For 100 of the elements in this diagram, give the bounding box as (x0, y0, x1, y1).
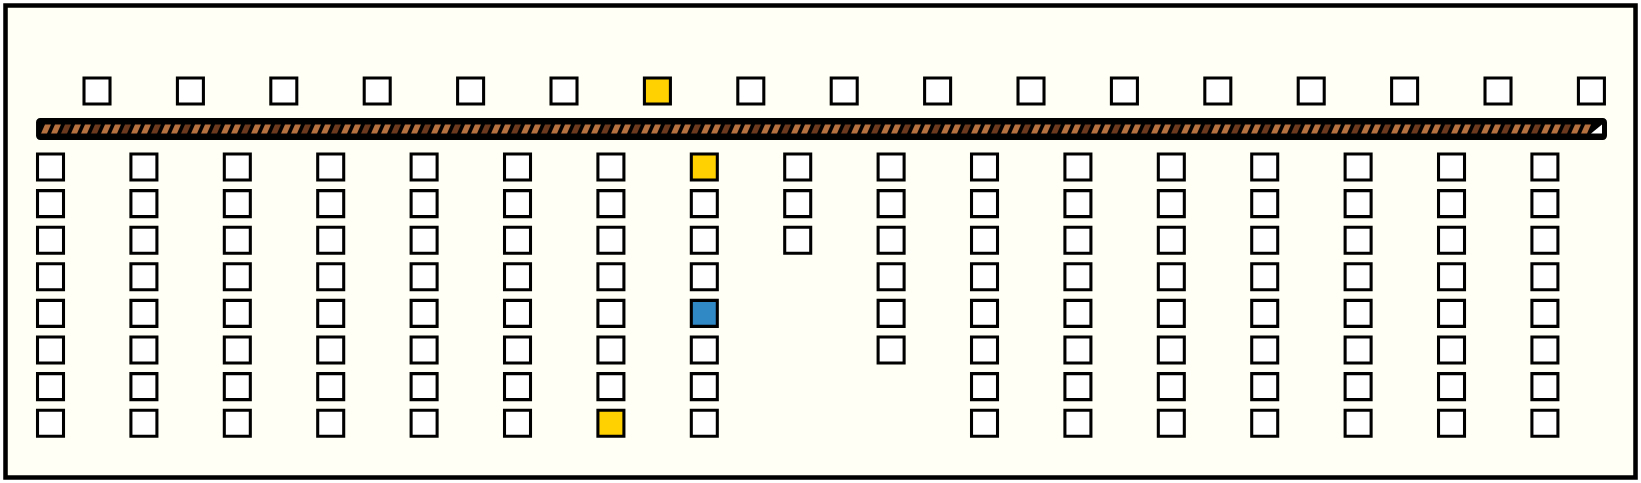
square (1343, 408, 1373, 438)
square (129, 372, 159, 402)
square (1437, 262, 1467, 292)
square (969, 372, 1000, 402)
square (1483, 76, 1513, 106)
square (502, 225, 533, 255)
square (969, 298, 1000, 328)
square (316, 189, 346, 219)
square (596, 298, 626, 328)
square (783, 152, 813, 182)
square (129, 225, 159, 255)
square (689, 262, 719, 292)
square (1343, 225, 1373, 255)
square (316, 298, 346, 328)
square (35, 189, 66, 219)
square (876, 152, 906, 182)
square (1530, 335, 1560, 365)
square (1156, 408, 1186, 438)
square (1063, 298, 1093, 328)
square (642, 76, 672, 106)
square (502, 298, 533, 328)
square (689, 372, 719, 402)
square (829, 76, 859, 106)
square (35, 335, 66, 365)
square (409, 152, 439, 182)
square (923, 76, 953, 106)
square (316, 408, 346, 438)
square (1203, 76, 1233, 106)
square (1530, 262, 1560, 292)
square (1156, 152, 1186, 182)
square (1016, 76, 1046, 106)
square (969, 189, 1000, 219)
square (596, 225, 626, 255)
square (1250, 335, 1280, 365)
square (1250, 372, 1280, 402)
square (35, 408, 66, 438)
square (222, 372, 252, 402)
square (1156, 335, 1186, 365)
square (1296, 76, 1326, 106)
square (269, 76, 299, 106)
square (783, 225, 813, 255)
square (1576, 76, 1606, 106)
square (876, 335, 906, 365)
square (1343, 335, 1373, 365)
square (1250, 298, 1280, 328)
square (876, 225, 906, 255)
square (876, 262, 906, 292)
square (1437, 335, 1467, 365)
square (596, 408, 626, 438)
square (502, 335, 533, 365)
square (969, 335, 1000, 365)
square (316, 335, 346, 365)
square (316, 372, 346, 402)
square (409, 335, 439, 365)
square (969, 408, 1000, 438)
square (129, 262, 159, 292)
square (502, 372, 533, 402)
square (689, 225, 719, 255)
square (409, 298, 439, 328)
square (502, 408, 533, 438)
square (1437, 152, 1467, 182)
square (316, 152, 346, 182)
square (596, 262, 626, 292)
square (1250, 225, 1280, 255)
square (35, 262, 66, 292)
square (1250, 189, 1280, 219)
square (1156, 225, 1186, 255)
square (969, 262, 1000, 292)
square (736, 76, 766, 106)
square (1530, 189, 1560, 219)
square (1343, 298, 1373, 328)
square (1156, 372, 1186, 402)
square (689, 335, 719, 365)
square (596, 152, 626, 182)
striped-bar (36, 118, 1607, 140)
square (1343, 372, 1373, 402)
square (596, 372, 626, 402)
square (1437, 189, 1467, 219)
square (1343, 189, 1373, 219)
square (502, 189, 533, 219)
square (222, 335, 252, 365)
square (1530, 408, 1560, 438)
square (1156, 298, 1186, 328)
square (409, 262, 439, 292)
square (549, 76, 579, 106)
square (1250, 152, 1280, 182)
square (689, 298, 719, 328)
square (502, 262, 533, 292)
square (129, 335, 159, 365)
square (1530, 152, 1560, 182)
square (1437, 298, 1467, 328)
square (1390, 76, 1420, 106)
square (1063, 225, 1093, 255)
square (1109, 76, 1139, 106)
square (316, 262, 346, 292)
square (129, 152, 159, 182)
square (876, 298, 906, 328)
square (1063, 262, 1093, 292)
square (1343, 152, 1373, 182)
square (1250, 262, 1280, 292)
